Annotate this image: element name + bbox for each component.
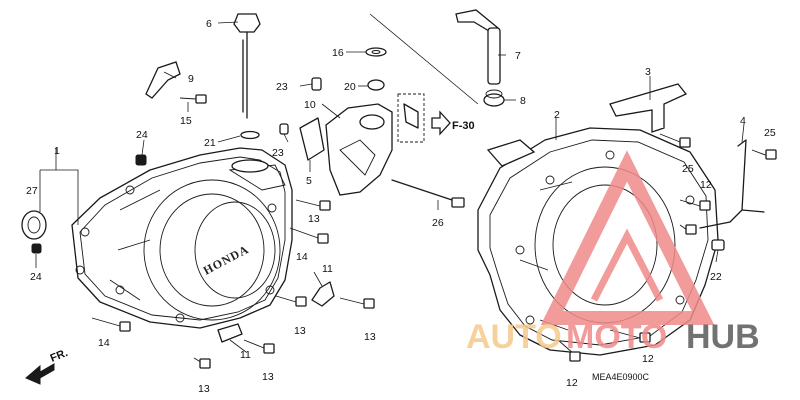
callout-14-a: 14 (296, 251, 308, 263)
bolt-14b (91, 317, 131, 332)
bolt-13b (275, 295, 307, 307)
clutch-cover: HONDA (71, 147, 293, 329)
bolt-13d (243, 339, 275, 354)
control-rod (699, 139, 765, 229)
callout-20: 20 (344, 81, 356, 93)
callout-3: 3 (645, 66, 651, 78)
callout-13-b: 13 (294, 325, 306, 337)
reference-arrow: F-30 (431, 110, 475, 136)
callout-24-b: 24 (30, 271, 42, 283)
callout-11-b: 11 (240, 349, 251, 361)
oil-seal (21, 210, 47, 240)
bolt-12b (679, 224, 697, 235)
callout-25-a: 25 (682, 163, 694, 175)
bolt-14a (289, 227, 329, 244)
callout-5: 5 (306, 175, 312, 187)
bolt-25b (751, 149, 777, 160)
bolt-12d (609, 329, 651, 343)
callout-27: 27 (26, 185, 38, 197)
callout-23-b: 23 (272, 147, 284, 159)
callout-22: 22 (710, 271, 722, 283)
watermark-text-auto: AUTO (466, 318, 562, 356)
callout-12-c: 12 (642, 353, 654, 365)
cable-bracket (145, 61, 181, 99)
callout-24-a: 24 (136, 129, 148, 141)
breather-housing (325, 103, 393, 196)
callout-14-b: 14 (98, 337, 110, 349)
watermark-triangle-inner (590, 228, 664, 302)
oil-seal-20 (367, 79, 385, 91)
bolt-15 (179, 94, 207, 104)
bolt-25a (659, 133, 691, 148)
watermark: AUTO MOTO HUB (466, 150, 760, 356)
callout-26: 26 (432, 217, 444, 229)
callout-12-b: 12 (566, 377, 578, 389)
clip-11 (311, 281, 335, 307)
callout-1: 1 (54, 145, 60, 157)
callout-2: 2 (554, 109, 560, 121)
leader-lines (35, 21, 745, 353)
hose-clip (397, 93, 425, 143)
callout-4: 4 (740, 115, 746, 127)
callout-8: 8 (520, 95, 526, 107)
collar-22 (711, 239, 725, 251)
cover-bracket (609, 83, 688, 133)
callout-13-c: 13 (364, 331, 376, 343)
callout-15: 15 (180, 115, 192, 127)
callout-numbers: 1 2 3 4 5 6 7 8 9 10 11 11 12 12 12 13 1… (26, 18, 776, 395)
callout-10: 10 (304, 99, 316, 111)
washer-16 (365, 47, 387, 57)
callout-13-a: 13 (308, 213, 320, 225)
watermark-text-hub: HUB (686, 318, 760, 356)
watermark-text-moto: MOTO (566, 318, 667, 356)
callout-13-d: 13 (262, 371, 274, 383)
brand-mark: HONDA (201, 242, 251, 278)
front-label: FR. (49, 347, 70, 365)
shift-arm (455, 9, 501, 85)
bolt-12a (679, 199, 711, 211)
reference-label: F-30 (452, 120, 475, 132)
oil-dipstick (233, 13, 261, 140)
washer-23b (279, 123, 289, 135)
bolt-13c (339, 297, 375, 309)
callout-23-a: 23 (276, 81, 288, 93)
callout-13-e: 13 (198, 383, 210, 395)
long-bolt-26 (391, 179, 465, 208)
callout-6: 6 (206, 18, 212, 30)
callout-9: 9 (188, 73, 194, 85)
front-arrow: FR. (25, 347, 70, 385)
dowel-pins (31, 154, 147, 254)
bolt-13e (193, 357, 211, 369)
callout-12-a: 12 (700, 179, 712, 191)
callout-21: 21 (204, 137, 216, 149)
return-spring (369, 13, 505, 107)
diagram-code: MEA4E0900C (592, 372, 650, 382)
callout-25-b: 25 (764, 127, 776, 139)
o-ring-gasket (299, 117, 325, 161)
watermark-triangle (540, 150, 715, 325)
callout-16: 16 (332, 47, 344, 59)
clamp-11b (217, 323, 243, 343)
pin-23 (311, 77, 322, 91)
bolt-13a (295, 199, 331, 211)
bolt-12c (557, 339, 581, 362)
callout-7: 7 (515, 50, 521, 62)
callout-11-a: 11 (322, 263, 333, 275)
